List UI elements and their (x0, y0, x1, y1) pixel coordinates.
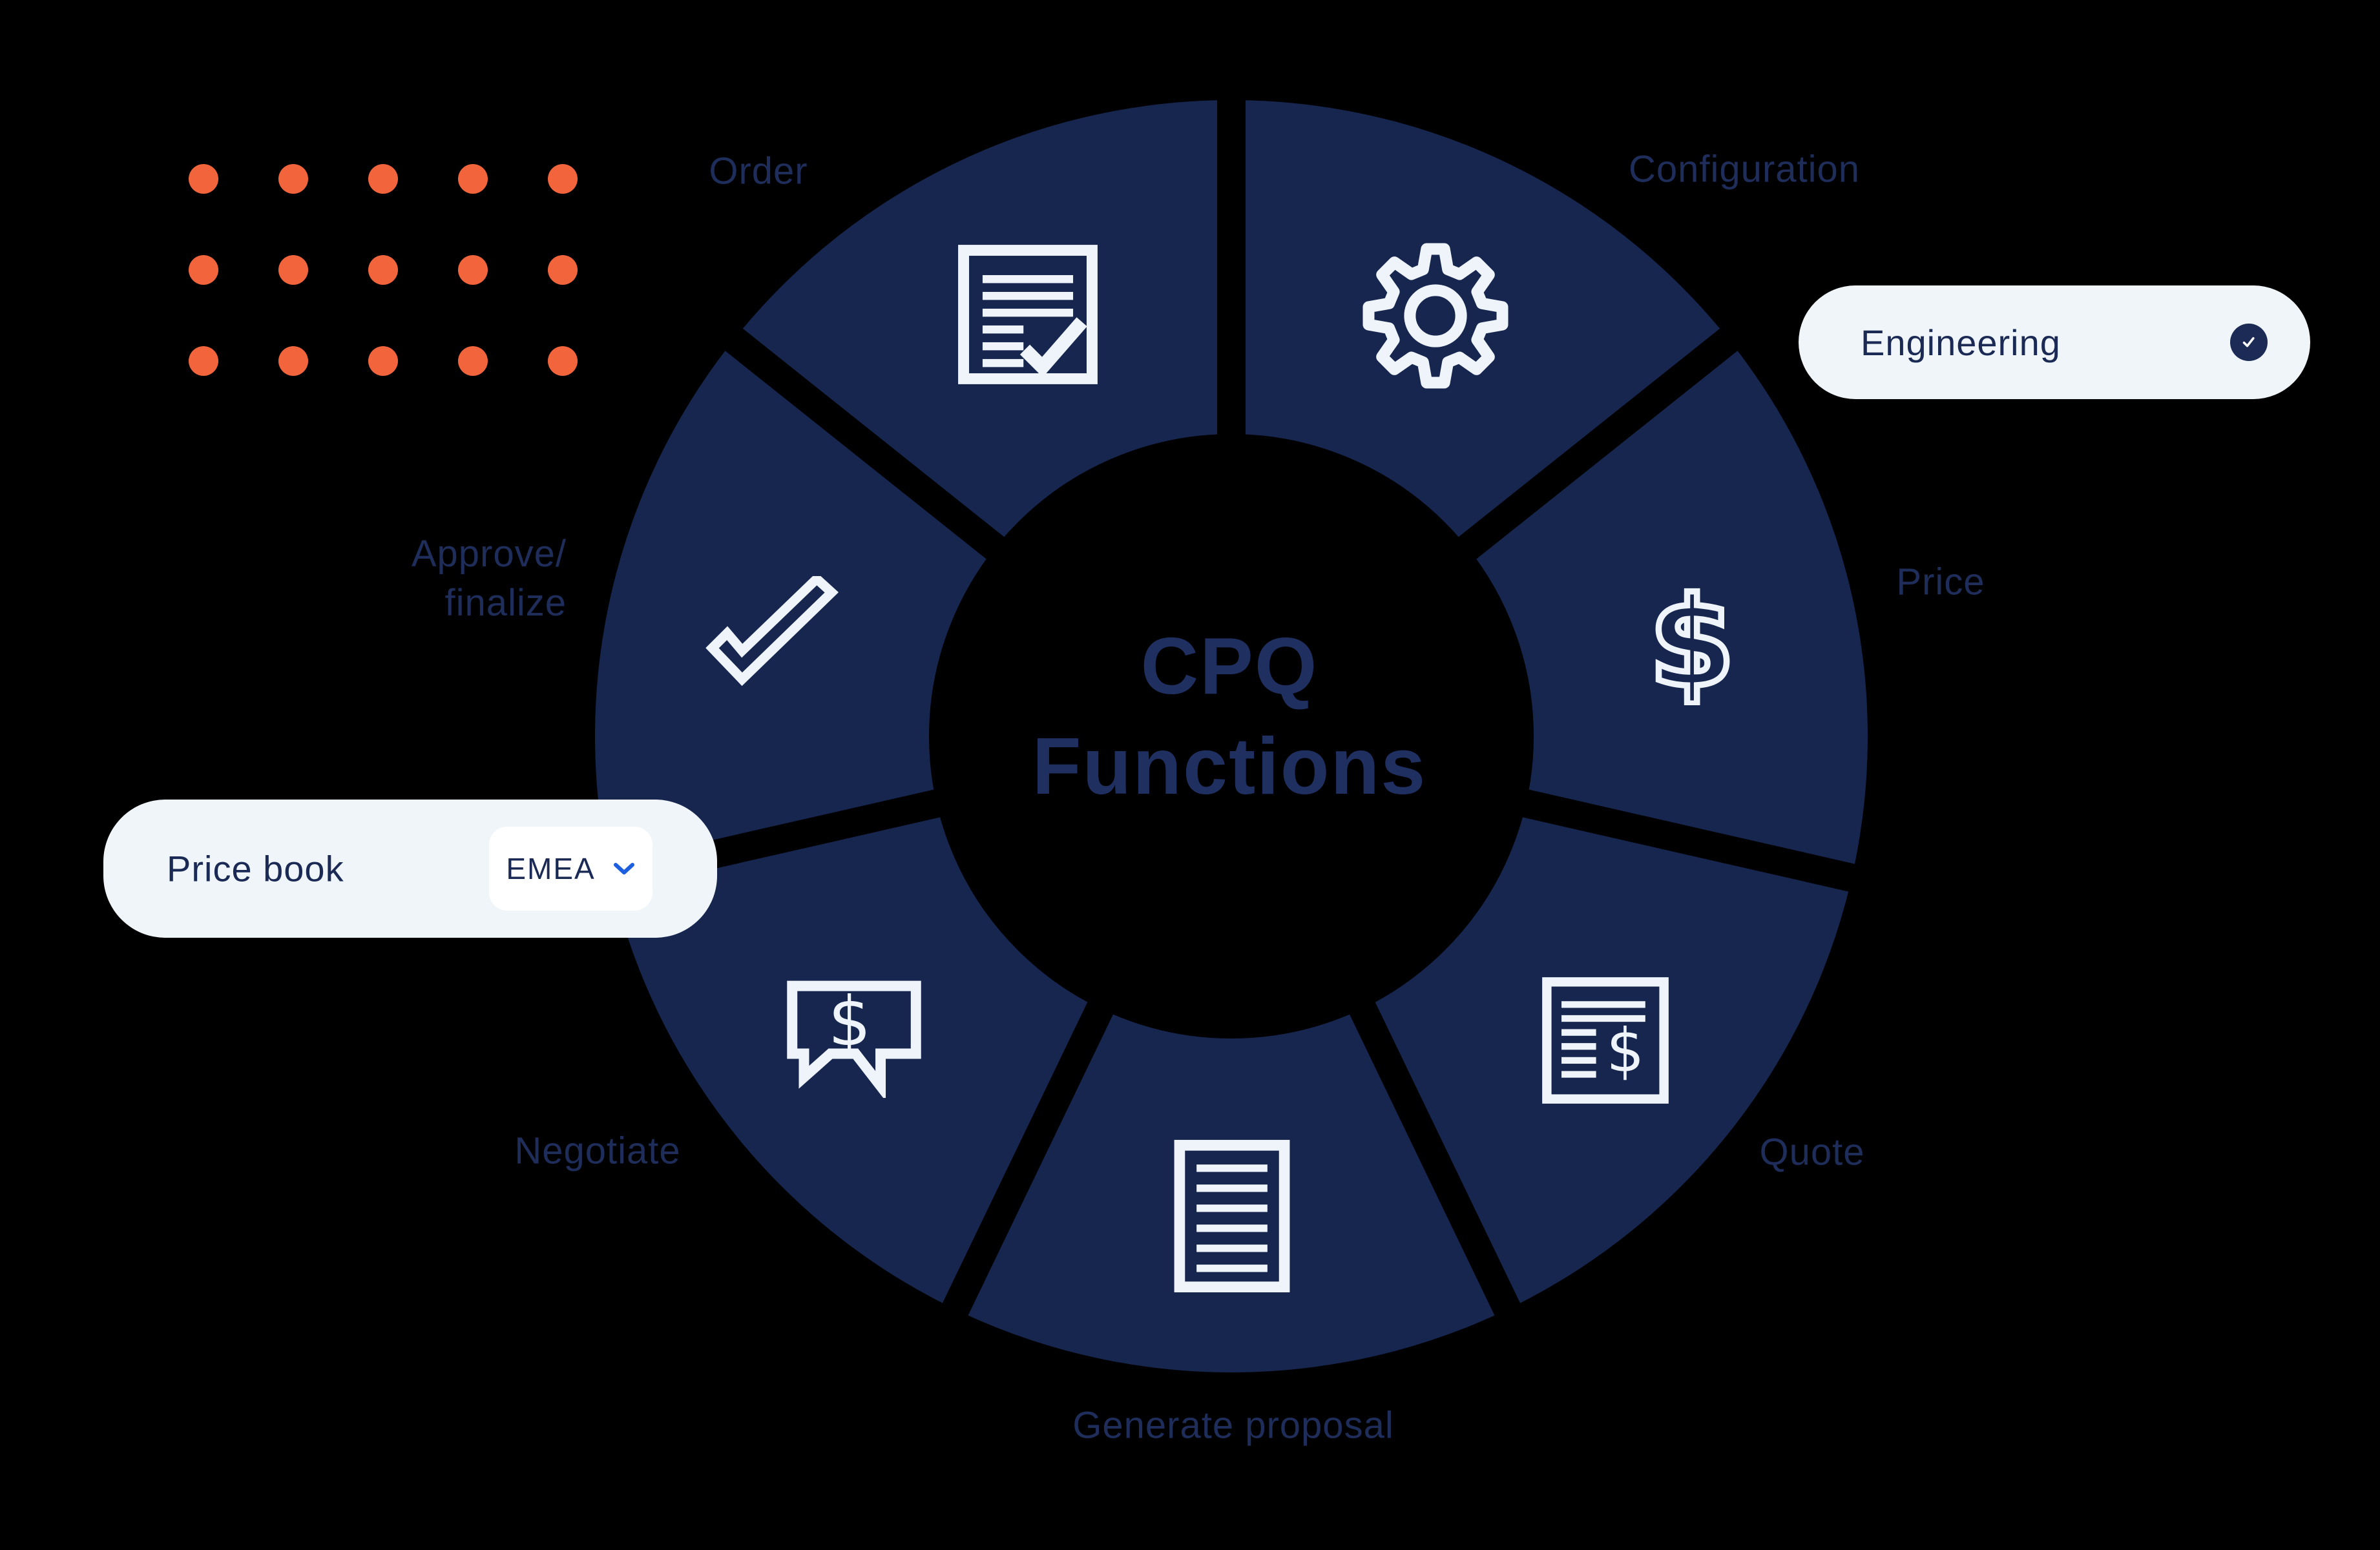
segment-label-price: Price (1896, 561, 1985, 603)
chevron-down-icon (613, 863, 634, 874)
wheel-title-line1: CPQ (1140, 622, 1319, 711)
approve-label-line1: Approve/ (411, 533, 567, 575)
orange-dot (189, 255, 218, 285)
orange-dot (548, 346, 578, 376)
orange-dot (278, 346, 308, 376)
proposal-document-icon (1172, 1138, 1292, 1294)
dollar-glyph: $ (1649, 571, 1735, 705)
wheel-title-line2: Functions (1032, 722, 1427, 811)
segment-label-negotiate: Negotiate (514, 1130, 681, 1172)
orange-dot (278, 164, 308, 194)
segment-label-generate-proposal: Generate proposal (1072, 1404, 1394, 1447)
checkmark-icon (705, 576, 841, 696)
quote-document-dollar-icon: $ (1539, 974, 1672, 1107)
orange-dot (458, 346, 488, 376)
orange-dot (548, 164, 578, 194)
chat-bubble-dollar-icon: $ (780, 973, 928, 1098)
quote-dollar-glyph: $ (1606, 1015, 1644, 1085)
gear-icon (1358, 238, 1513, 393)
orange-dot (189, 164, 218, 194)
orange-dot (368, 255, 398, 285)
orange-dot (368, 164, 398, 194)
segment-label-configuration: Configuration (1629, 148, 1860, 191)
dollar-sign-icon: $ (1649, 569, 1735, 705)
orange-dot (548, 255, 578, 285)
price-book-selected-value: EMEA (506, 852, 596, 885)
orange-dot (458, 164, 488, 194)
segment-label-approve-finalize: Approve/ finalize (412, 530, 567, 628)
segment-label-quote: Quote (1759, 1131, 1865, 1173)
wheel-center-hole (932, 437, 1531, 1036)
wheel-center-title: CPQ Functions (1032, 617, 1426, 817)
orange-dot (278, 255, 308, 285)
approve-label-line2: finalize (444, 582, 567, 624)
bubble-dollar-glyph: $ (828, 982, 872, 1061)
check-circle-icon (2230, 324, 2268, 361)
orange-dot (368, 346, 398, 376)
price-book-select[interactable]: EMEA (489, 827, 652, 911)
engineering-chip-label: Engineering (1861, 322, 2061, 363)
orange-dot (189, 346, 218, 376)
dots-grid (189, 164, 578, 376)
orange-dot (458, 255, 488, 285)
order-document-check-icon (955, 242, 1101, 388)
segment-label-order: Order (709, 150, 808, 192)
price-book-card: Price book EMEA (103, 800, 717, 938)
price-book-label: Price book (167, 848, 344, 889)
engineering-chip[interactable]: Engineering (1799, 285, 2310, 399)
